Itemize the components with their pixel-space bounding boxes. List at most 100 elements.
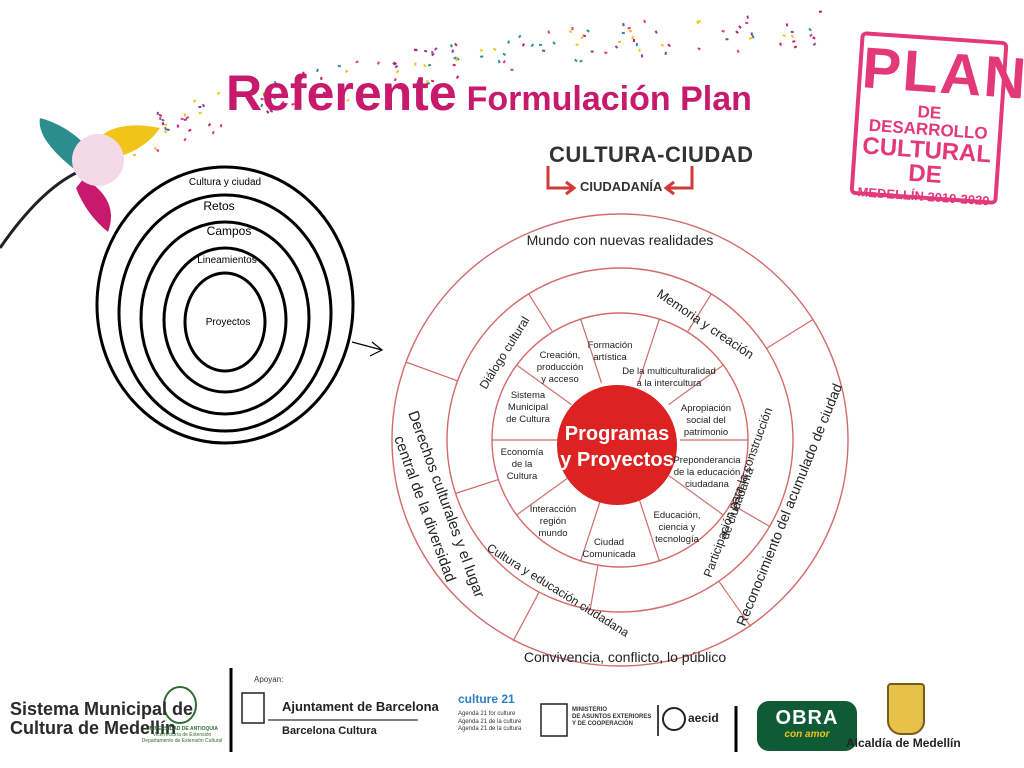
confetti-piece	[736, 49, 740, 54]
wheel-spoke	[527, 292, 553, 332]
udea-line1: UNIVERSIDAD DE ANTIOQUIA	[145, 726, 219, 732]
wheel-spoke	[668, 474, 724, 516]
inner-sector-label: de la	[512, 459, 533, 470]
confetti-piece	[269, 107, 273, 111]
ministerio-line1: MINISTERIO	[572, 707, 608, 713]
confetti-piece	[233, 105, 237, 109]
inner-sector-label: de Cultura	[506, 414, 551, 425]
confetti-piece	[452, 63, 456, 67]
confetti-piece	[502, 59, 506, 64]
confetti-piece	[297, 86, 301, 91]
confetti-piece	[413, 48, 417, 51]
inner-sector-label: Educación,	[653, 510, 700, 521]
confetti-piece	[430, 79, 435, 83]
confetti-piece	[188, 128, 192, 132]
confetti-piece	[617, 40, 622, 44]
ring-label-campos: Campos	[207, 224, 252, 238]
confetti-piece	[779, 42, 782, 46]
confetti-piece	[790, 30, 794, 34]
wheel-spoke	[589, 565, 599, 611]
confetti-piece	[425, 79, 429, 84]
ring-label-retos: Retos	[203, 199, 234, 213]
confetti-piece	[604, 51, 608, 55]
confetti-piece	[627, 27, 631, 30]
inner-sector-label: social del	[686, 415, 726, 426]
confetti-piece	[302, 71, 305, 75]
confetti-piece	[431, 52, 435, 57]
inner-sector-label: artística	[593, 352, 627, 363]
confetti-piece	[161, 122, 165, 126]
inner-sector-label: Ciudad	[594, 537, 624, 548]
confetti-piece	[660, 43, 665, 47]
confetti-piece	[507, 40, 510, 44]
confetti-piece	[575, 43, 579, 47]
confetti-piece	[654, 30, 658, 34]
wheel-spoke	[516, 364, 572, 406]
confetti-piece	[251, 98, 255, 103]
confetti-piece	[207, 122, 212, 127]
confetti-piece	[697, 47, 701, 51]
apoyan-label: Apoyan:	[254, 675, 284, 684]
alcaldia-medellin-label: Alcaldía de Medellín	[846, 736, 961, 750]
confetti-piece	[582, 34, 587, 38]
confetti-piece	[153, 146, 157, 150]
confetti-piece	[793, 45, 798, 49]
wheel-spoke	[512, 592, 540, 642]
confetti-piece	[809, 33, 813, 37]
sistema-line2: Cultura de Medellín	[10, 717, 177, 738]
confetti-piece	[273, 96, 276, 100]
inner-sector-label: tecnología	[655, 534, 700, 545]
confetti-piece	[790, 34, 794, 39]
confetti-piece	[211, 130, 215, 135]
inner-sector-label: patrimonio	[684, 427, 728, 438]
confetti-piece	[346, 98, 350, 102]
confetti-piece	[163, 130, 168, 134]
confetti-piece	[427, 63, 432, 67]
inner-sector-label: ciencia y	[659, 522, 696, 533]
confetti-piece	[580, 35, 584, 40]
inner-sector-label: producción	[537, 362, 583, 373]
cultura-ciudad-heading: CULTURA-CIUDAD	[549, 142, 754, 167]
wheel-spoke	[637, 318, 661, 384]
udea-logo: UNIVERSIDAD DE ANTIOQUIA Vicerrectoría d…	[138, 726, 226, 744]
confetti-piece	[628, 29, 632, 33]
confetti-piece	[574, 58, 578, 63]
confetti-piece	[282, 101, 285, 105]
inner-sector-label: De la multiculturalidad	[622, 366, 715, 377]
inner-sector-label: Comunicada	[582, 549, 636, 560]
confetti-piece	[455, 75, 460, 79]
confetti-piece	[751, 34, 755, 39]
confetti-piece	[640, 54, 644, 58]
ring-label-cultura-ciudad: Cultura y ciudad	[189, 177, 261, 188]
ciudadania-label: CIUDADANÍA	[580, 179, 663, 194]
inner-sector-label: a la intercultura	[637, 378, 703, 389]
confetti-piece	[697, 20, 701, 23]
title-rest: Formulación Plan	[466, 80, 752, 118]
confetti-piece	[176, 124, 180, 128]
medellin-crest-icon	[887, 683, 925, 735]
confetti-piece	[278, 93, 281, 97]
confetti-piece	[812, 42, 817, 47]
confetti-piece	[455, 57, 458, 62]
wheel-spoke	[637, 496, 661, 562]
confetti-piece	[316, 68, 319, 73]
confetti-piece	[337, 64, 341, 68]
confetti-piece	[746, 15, 750, 19]
confetti-piece	[638, 48, 641, 52]
confetti-piece	[631, 35, 634, 40]
ajuntament-logo: Ajuntament de Barcelona	[282, 699, 439, 714]
flower-logo	[0, 118, 160, 249]
confetti-piece	[344, 69, 349, 74]
inner-sector-label: mundo	[538, 528, 567, 539]
confetti-piece	[590, 50, 594, 53]
confetti-piece	[530, 43, 535, 48]
inner-sector-label: Municipal	[508, 402, 548, 413]
confetti-piece	[745, 21, 749, 25]
title-main: Referente	[226, 65, 457, 121]
confetti-piece	[397, 86, 401, 90]
agenda-line1: Agenda 21 for culture	[458, 711, 516, 717]
inner-sector-label: Economía	[501, 447, 544, 458]
